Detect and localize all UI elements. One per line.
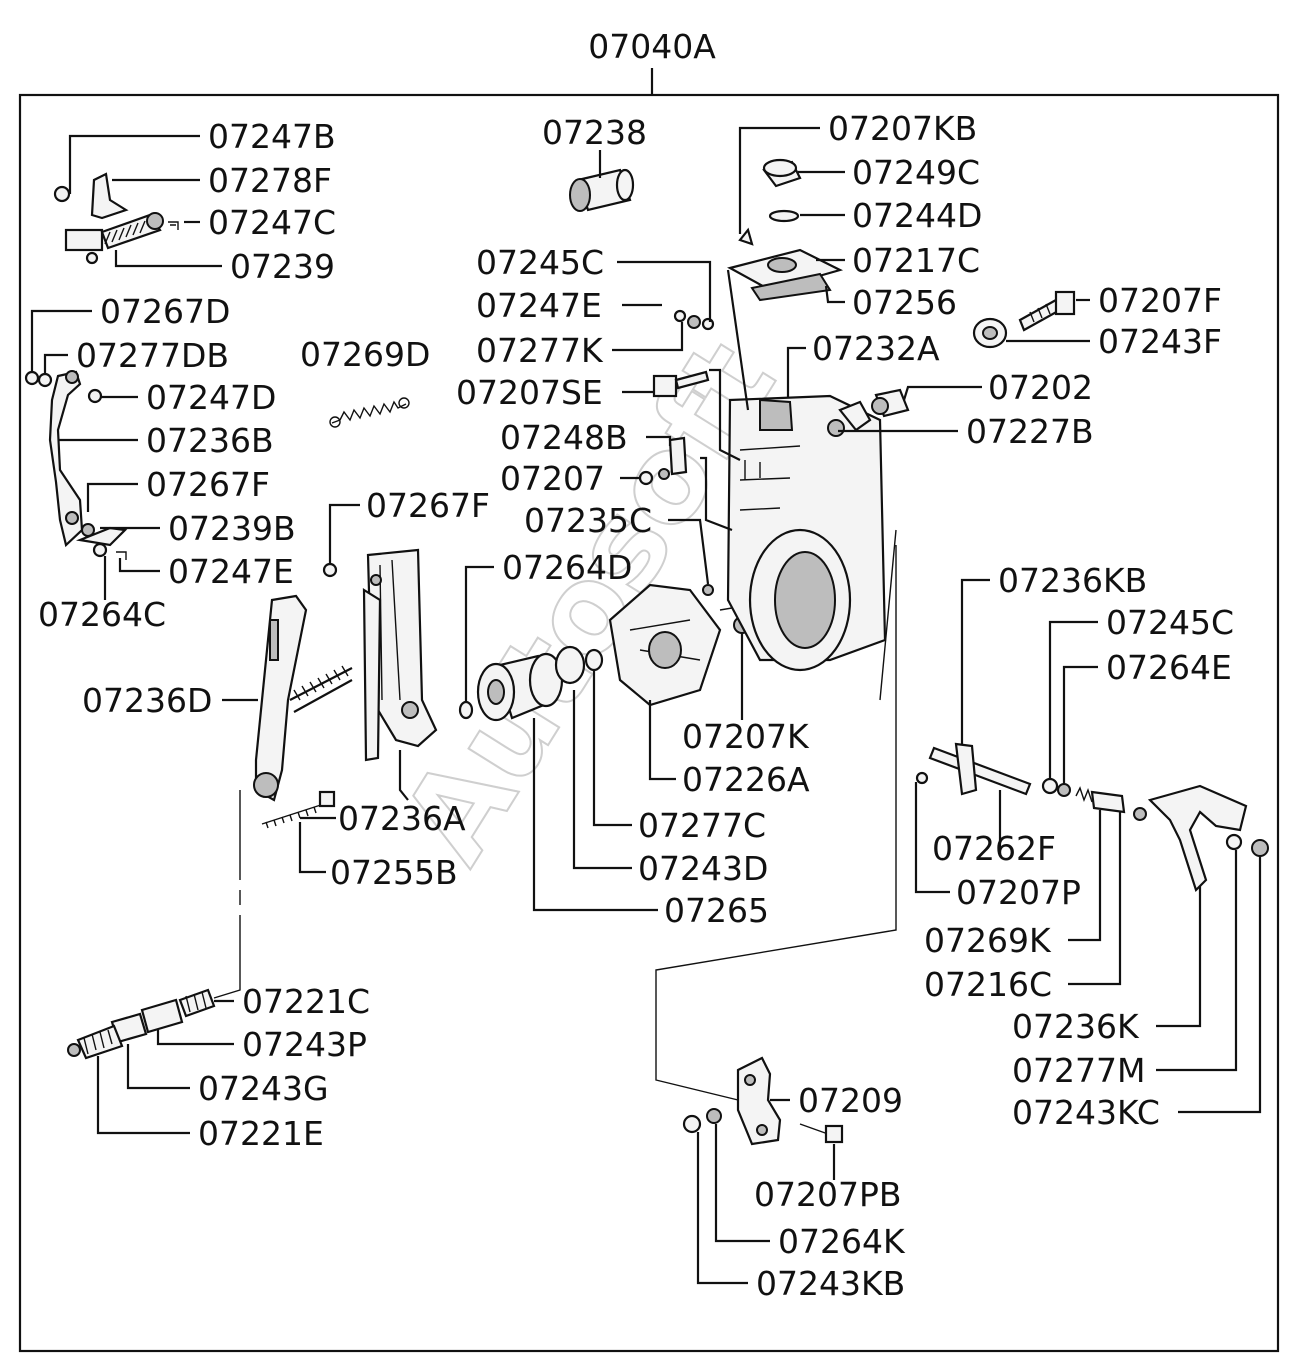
label-07247D: 07247D [146, 378, 276, 417]
lever-07236B-drawing [24, 370, 128, 560]
label-07226A: 07226A [682, 760, 810, 799]
label-07207K: 07207K [682, 717, 810, 756]
label-07245C-right: 07245C [1106, 603, 1234, 642]
label-07207: 07207 [500, 459, 605, 498]
sleeve-07238-drawing [569, 168, 635, 212]
label-07264D: 07264D [502, 548, 632, 587]
lever-07236D-drawing [253, 594, 353, 829]
label-07277M: 07277M [1012, 1051, 1145, 1090]
label-07232A: 07232A [812, 329, 940, 368]
label-07238: 07238 [542, 113, 647, 152]
label-07236K: 07236K [1012, 1007, 1140, 1046]
label-07267F: 07267F [146, 465, 270, 504]
label-07265: 07265 [664, 891, 769, 930]
label-07247B: 07247B [208, 117, 336, 156]
label-07243G: 07243G [198, 1069, 329, 1108]
spring-07269D-drawing [329, 397, 410, 428]
label-07269K: 07269K [924, 921, 1052, 960]
label-07269D: 07269D [300, 335, 430, 374]
label-07207F: 07207F [1098, 281, 1222, 320]
label-07243D: 07243D [638, 849, 768, 888]
label-07267D: 07267D [100, 292, 230, 331]
lever-07236A-drawing [322, 548, 438, 762]
drum-07265-drawing [458, 645, 604, 722]
label-07278F: 07278F [208, 161, 332, 200]
label-07243KB: 07243KB [756, 1264, 905, 1303]
label-07247E-center: 07247E [476, 286, 602, 325]
label-07255B: 07255B [330, 853, 458, 892]
assembly-label: 07040A [588, 27, 716, 66]
label-07239B: 07239B [168, 509, 296, 548]
label-07236A: 07236A [338, 799, 466, 838]
label-07247C: 07247C [208, 203, 336, 242]
leader-lines [30, 126, 1262, 1285]
label-07243P: 07243P [242, 1025, 367, 1064]
label-07207P: 07207P [956, 873, 1081, 912]
label-07209: 07209 [798, 1081, 903, 1120]
label-07262F: 07262F [932, 829, 1056, 868]
label-07207KB: 07207KB [828, 109, 977, 148]
label-07249C: 07249C [852, 153, 980, 192]
label-07267F-center: 07267F [366, 486, 490, 525]
connector-07202-drawing [871, 388, 910, 418]
label-07216C: 07216C [924, 965, 1052, 1004]
label-07243F: 07243F [1098, 322, 1222, 361]
label-07236KB: 07236KB [998, 561, 1147, 600]
link-line-left [213, 790, 241, 999]
label-07248B: 07248B [500, 418, 628, 457]
assembly-frame [18, 93, 1280, 1353]
label-07264K: 07264K [778, 1222, 906, 1261]
housing-07232A-drawing [726, 394, 887, 672]
label-07217C: 07217C [852, 241, 980, 280]
label-07245C: 07245C [476, 243, 604, 282]
bracket-07209-drawing [682, 1056, 844, 1146]
label-07221E: 07221E [198, 1114, 324, 1153]
label-07277DB: 07277DB [76, 336, 229, 375]
label-07243KC: 07243KC [1012, 1093, 1160, 1132]
label-07221C: 07221C [242, 982, 370, 1021]
label-07207SE: 07207SE [456, 373, 603, 412]
bolt-07207F-drawing [972, 290, 1076, 349]
label-07235C: 07235C [524, 501, 652, 540]
label-07277K: 07277K [476, 331, 604, 370]
label-07207PB: 07207PB [754, 1175, 902, 1214]
label-07244D: 07244D [852, 196, 982, 235]
part-labels: 07247B 07278F 07247C 07239 07267D 07277D… [38, 109, 1234, 1303]
label-07256: 07256 [852, 283, 957, 322]
linkage-07239-drawing [53, 172, 179, 265]
label-07202: 07202 [988, 368, 1093, 407]
label-07277C: 07277C [638, 806, 766, 845]
label-07247E: 07247E [168, 552, 294, 591]
label-07227B: 07227B [966, 412, 1094, 451]
shaft-07236KB-drawing [915, 742, 1269, 893]
small-fasteners-drawing [638, 309, 715, 596]
label-07236B: 07236B [146, 421, 274, 460]
label-07236D: 07236D [82, 681, 212, 720]
link-line-right [655, 529, 897, 1101]
label-07264C: 07264C [38, 595, 166, 634]
stack-07221-drawing [67, 988, 216, 1060]
label-07239: 07239 [230, 247, 335, 286]
label-07264E: 07264E [1106, 648, 1232, 687]
top-cover-07217C-drawing [727, 158, 844, 302]
